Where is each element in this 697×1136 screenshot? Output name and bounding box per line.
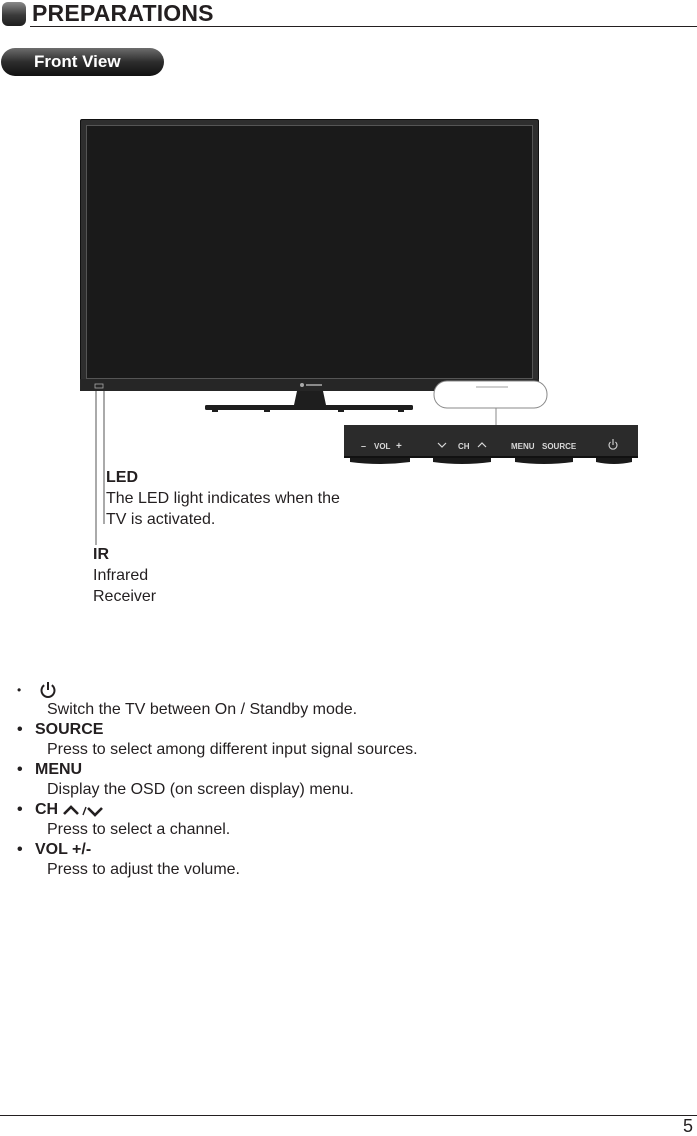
menu-source-button-cap xyxy=(515,458,573,464)
page-number: 5 xyxy=(682,1116,693,1136)
bullet: • xyxy=(17,683,22,697)
bullet: • xyxy=(17,761,23,778)
power-term xyxy=(38,680,58,706)
buttons-highlight xyxy=(433,380,548,409)
ir-desc-line2: Receiver xyxy=(93,588,157,605)
led-callout: LED The LED light indicates when the TV … xyxy=(106,467,340,530)
vol-label: VOL xyxy=(374,442,391,451)
list-item-desc: Press to select among different input si… xyxy=(47,741,418,758)
ch-label: CH xyxy=(458,442,470,451)
source-label: SOURCE xyxy=(542,442,577,451)
page-title: PREPARATIONS xyxy=(32,0,214,26)
vol-button-cap xyxy=(350,458,410,464)
led-desc-line2: TV is activated. xyxy=(106,511,216,528)
page-header: PREPARATIONS xyxy=(0,0,697,30)
vol-plus-label: + xyxy=(396,441,402,452)
tv-stand-base xyxy=(205,405,413,410)
ch-down-icon xyxy=(437,442,447,448)
ir-title: IR xyxy=(93,546,109,563)
footer-divider xyxy=(0,1115,697,1116)
channel-up-down-icon xyxy=(63,805,103,817)
list-item: • VOL +/- Press to adjust the volume. xyxy=(0,840,697,880)
header-divider xyxy=(30,26,697,27)
section-marker-icon xyxy=(2,2,26,26)
brand-logo-icon xyxy=(300,383,304,387)
list-item-term: MENU xyxy=(35,761,83,778)
power-icon xyxy=(40,682,56,698)
led-title: LED xyxy=(106,469,138,486)
bullet: • xyxy=(17,721,23,738)
ch-button-cap xyxy=(433,458,491,464)
led-window xyxy=(94,383,104,389)
ir-callout: IR Infrared Receiver xyxy=(93,544,156,607)
list-item: • CH Press to select a channel. xyxy=(0,800,697,840)
menu-label: MENU xyxy=(511,442,535,451)
list-item-desc: Press to select a channel. xyxy=(47,821,231,838)
control-panel xyxy=(344,425,638,456)
led-desc-line1: The LED light indicates when the xyxy=(106,490,340,507)
list-item-term: VOL +/- xyxy=(35,841,92,858)
list-item-desc: Display the OSD (on screen display) menu… xyxy=(47,781,354,798)
list-item-term: SOURCE xyxy=(35,721,104,738)
tv-screen xyxy=(86,125,533,379)
ch-up-icon xyxy=(477,442,487,448)
section-label: Front View xyxy=(1,48,164,76)
list-item: • MENU Display the OSD (on screen displa… xyxy=(0,760,697,800)
tv-stand-neck xyxy=(294,391,326,405)
bullet: • xyxy=(17,801,23,818)
ir-desc-line1: Infrared xyxy=(93,567,149,584)
list-item-desc: Press to adjust the volume. xyxy=(47,861,240,878)
list-item: • SOURCE Press to select among different… xyxy=(0,720,697,760)
list-item-term: CH xyxy=(35,801,59,818)
tv-front-view-diagram: – VOL + CH MENU SOURCE xyxy=(80,119,638,545)
power-button-cap xyxy=(596,458,632,464)
panel-power-icon xyxy=(608,439,618,450)
vol-minus-label: – xyxy=(361,441,366,451)
list-item: • Switch the TV between On / Standby mod… xyxy=(0,680,697,720)
list-item-desc: Switch the TV between On / Standby mode. xyxy=(47,701,358,718)
bullet: • xyxy=(17,841,23,858)
